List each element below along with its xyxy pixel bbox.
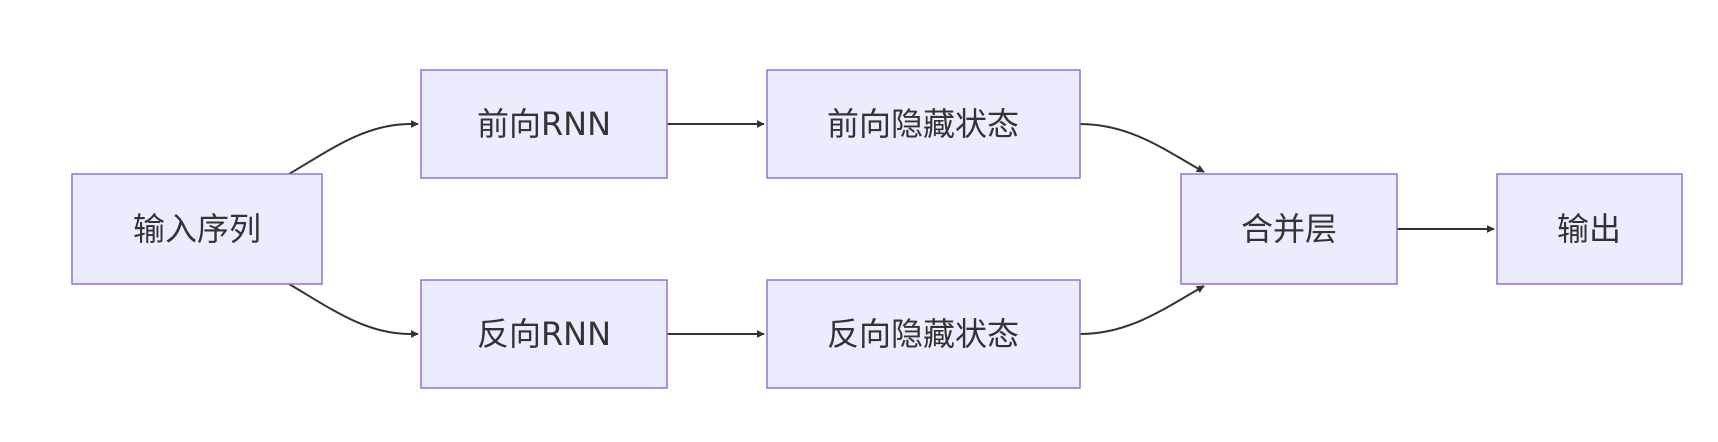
node-label-backward-rnn: 反向RNN	[477, 315, 611, 353]
edge-input-to-forward-rnn	[288, 120, 419, 175]
node-label-forward-hidden-state: 前向隐藏状态	[827, 105, 1019, 143]
edge-forward-hidden-to-merge	[1079, 123, 1205, 173]
node-label-input-sequence: 输入序列	[133, 210, 261, 248]
edge-backward-hidden-to-merge	[1079, 285, 1205, 335]
node-backward-rnn[interactable]: 反向RNN	[420, 279, 668, 389]
node-forward-rnn[interactable]: 前向RNN	[420, 69, 668, 179]
node-input-sequence[interactable]: 输入序列	[71, 173, 323, 285]
node-label-output: 输出	[1557, 210, 1621, 248]
node-output[interactable]: 输出	[1496, 173, 1683, 285]
node-label-forward-rnn: 前向RNN	[477, 105, 611, 143]
node-forward-hidden-state[interactable]: 前向隐藏状态	[766, 69, 1081, 179]
node-merge-layer[interactable]: 合并层	[1180, 173, 1398, 285]
edge-input-to-backward-rnn	[288, 283, 419, 338]
edges	[288, 120, 1495, 338]
node-backward-hidden-state[interactable]: 反向隐藏状态	[766, 279, 1081, 389]
node-label-backward-hidden-state: 反向隐藏状态	[827, 315, 1019, 353]
node-label-merge-layer: 合并层	[1241, 210, 1337, 248]
